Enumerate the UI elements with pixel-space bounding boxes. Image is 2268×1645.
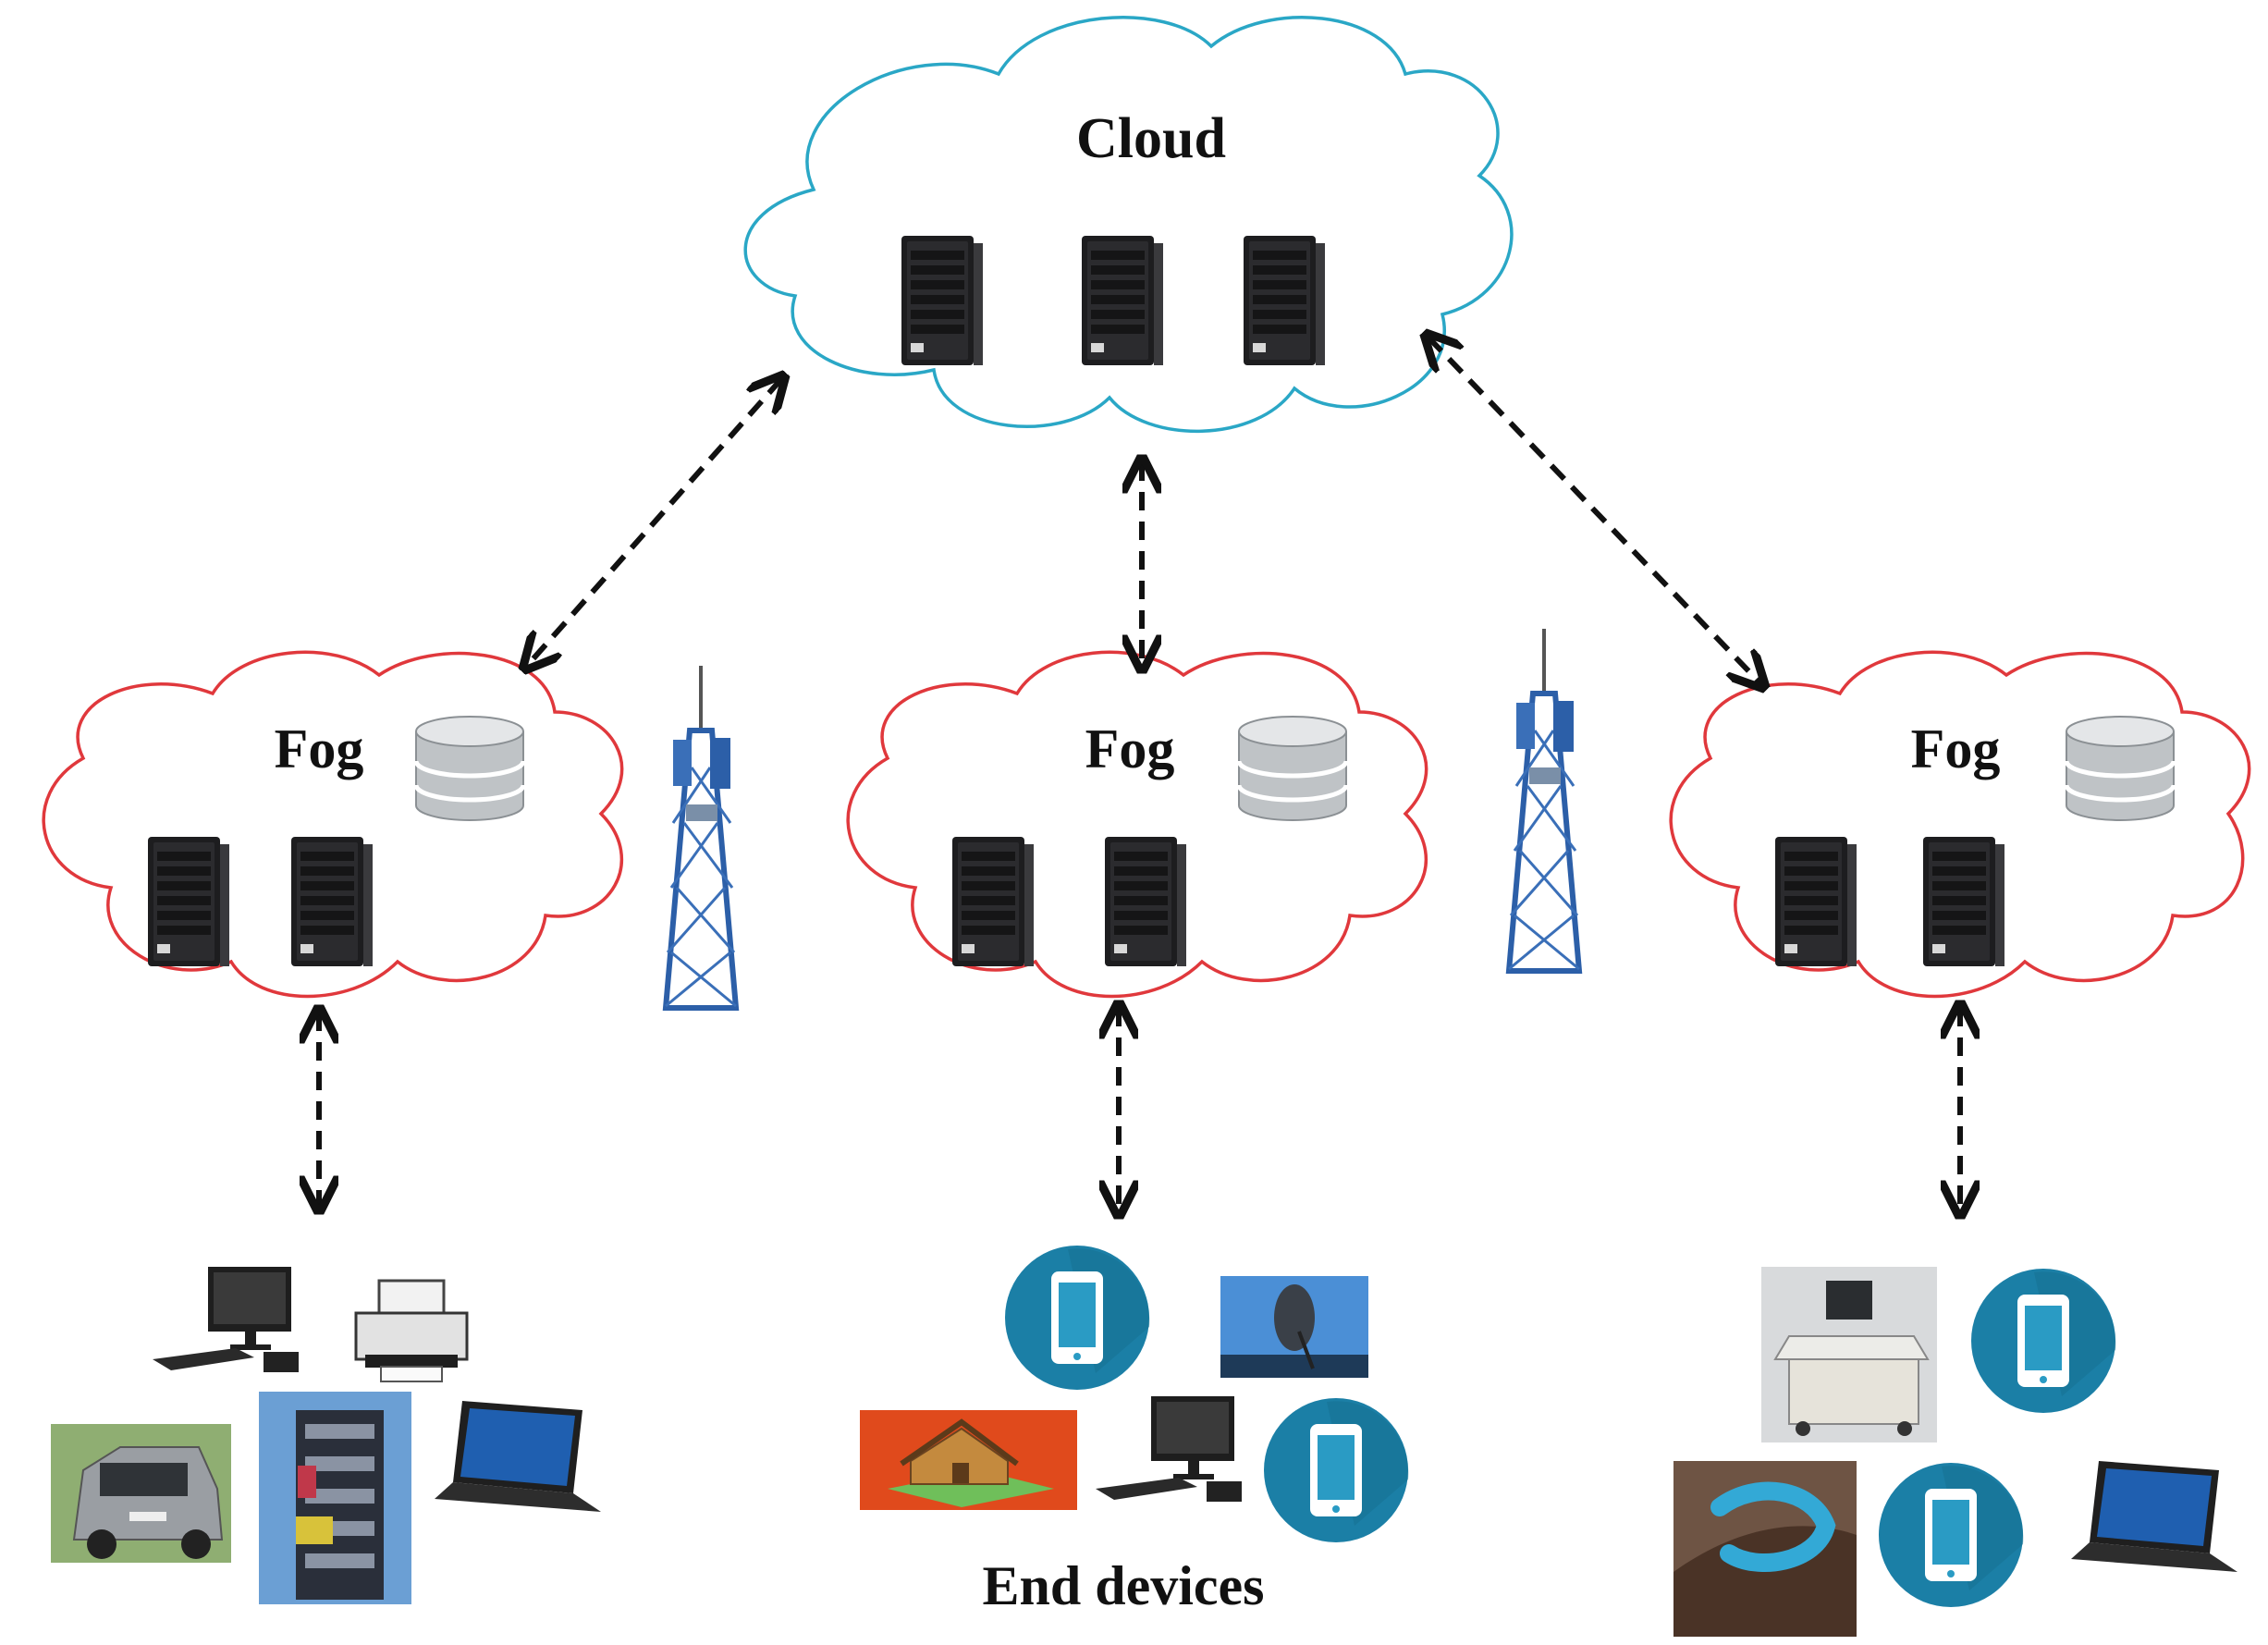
desktop-computer-icon [153,1267,299,1372]
laptop-icon [435,1401,601,1512]
cloud-shape [743,16,1514,434]
fog-server-icon [1775,837,1857,966]
cloud-fog-left-arrow [527,379,781,666]
fog-label: Fog [1085,718,1175,780]
satellite-dish-icon [1220,1276,1368,1378]
cell-tower-icon [666,666,736,1008]
cloud-label: Cloud [1076,107,1226,170]
smart-home-icon [860,1410,1077,1510]
cloud-server-icon [901,236,983,365]
fog-server-icon [1105,837,1186,966]
fog-server-icon [148,837,229,966]
database-icon [416,717,523,820]
fog-label: Fog [275,718,364,780]
cloud-node: Cloud [743,16,1514,434]
building-icon [259,1392,411,1604]
end-devices-left [51,1267,601,1604]
smartphone-icon [1264,1398,1409,1542]
smartphone-icon [1879,1463,2024,1607]
end-devices-label: End devices [982,1555,1264,1616]
fog-node-center: Fog [846,650,1428,999]
cloud-server-icon [1244,236,1325,365]
database-icon [2066,717,2174,820]
fog-node-left: Fog [42,650,624,999]
cloud-server-icon [1082,236,1163,365]
cloud-fog-right-arrow [1428,338,1761,684]
fog-server-icon [952,837,1034,966]
fog-node-right: Fog [1669,650,2251,999]
wearable-band-icon [1673,1461,1857,1637]
cell-tower-icon [1509,629,1579,971]
end-devices-right [1673,1267,2237,1637]
fog-server-icon [1923,837,2004,966]
laptop-icon [2071,1461,2237,1572]
database-icon [1239,717,1346,820]
smartphone-icon [1005,1246,1150,1390]
smartphone-icon [1971,1269,2116,1413]
desktop-computer-icon [1096,1396,1242,1502]
fog-label: Fog [1911,718,2001,780]
printer-icon [354,1279,469,1382]
fog-server-icon [291,837,373,966]
ultrasound-machine-icon [1761,1267,1937,1442]
end-devices-center: End devices [860,1246,1409,1616]
car-icon [51,1424,231,1563]
